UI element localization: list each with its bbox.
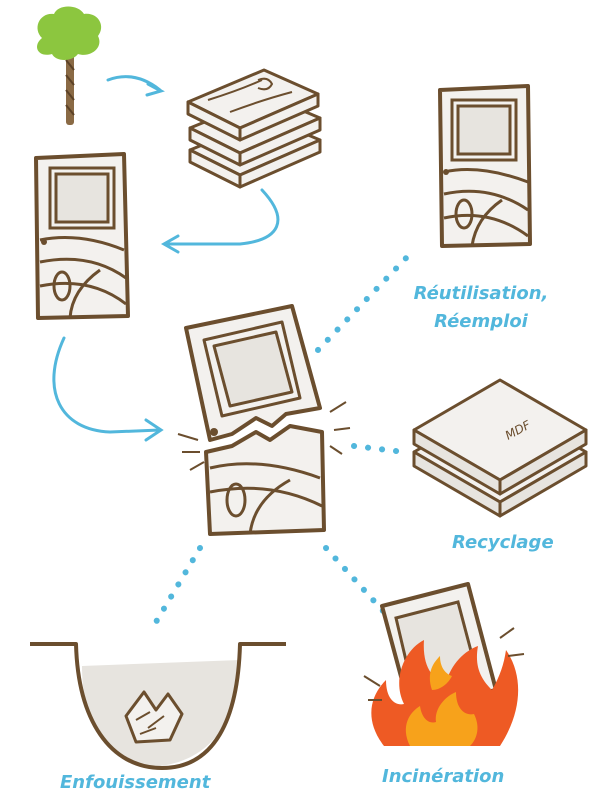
planks-icon xyxy=(188,70,320,187)
flow-arrow-tree-to-planks xyxy=(108,77,160,90)
tree-icon xyxy=(37,7,101,126)
dotted-line-recycling xyxy=(354,446,404,452)
recycling-label: Recyclage xyxy=(452,532,554,553)
reused-door-icon xyxy=(440,86,530,246)
landfill-icon xyxy=(30,644,286,768)
flow-arrow-planks-to-door xyxy=(165,190,278,244)
broken-door-icon xyxy=(178,306,350,534)
incineration-label: Incinération xyxy=(382,766,504,787)
flow-arrow-door-to-broken xyxy=(54,338,160,432)
dotted-line-reuse xyxy=(318,256,408,350)
landfill-label: Enfouissement xyxy=(60,772,210,793)
reuse-label: Réutilisation, Réemploi xyxy=(396,280,566,336)
reuse-label-line1: Réutilisation, xyxy=(396,280,566,308)
dotted-line-incineration xyxy=(326,548,384,612)
door-icon xyxy=(36,154,128,318)
reuse-label-line2: Réemploi xyxy=(396,308,566,336)
mdf-boards-icon xyxy=(414,380,586,516)
dotted-line-landfill xyxy=(156,548,200,622)
fire-icon xyxy=(364,584,524,746)
